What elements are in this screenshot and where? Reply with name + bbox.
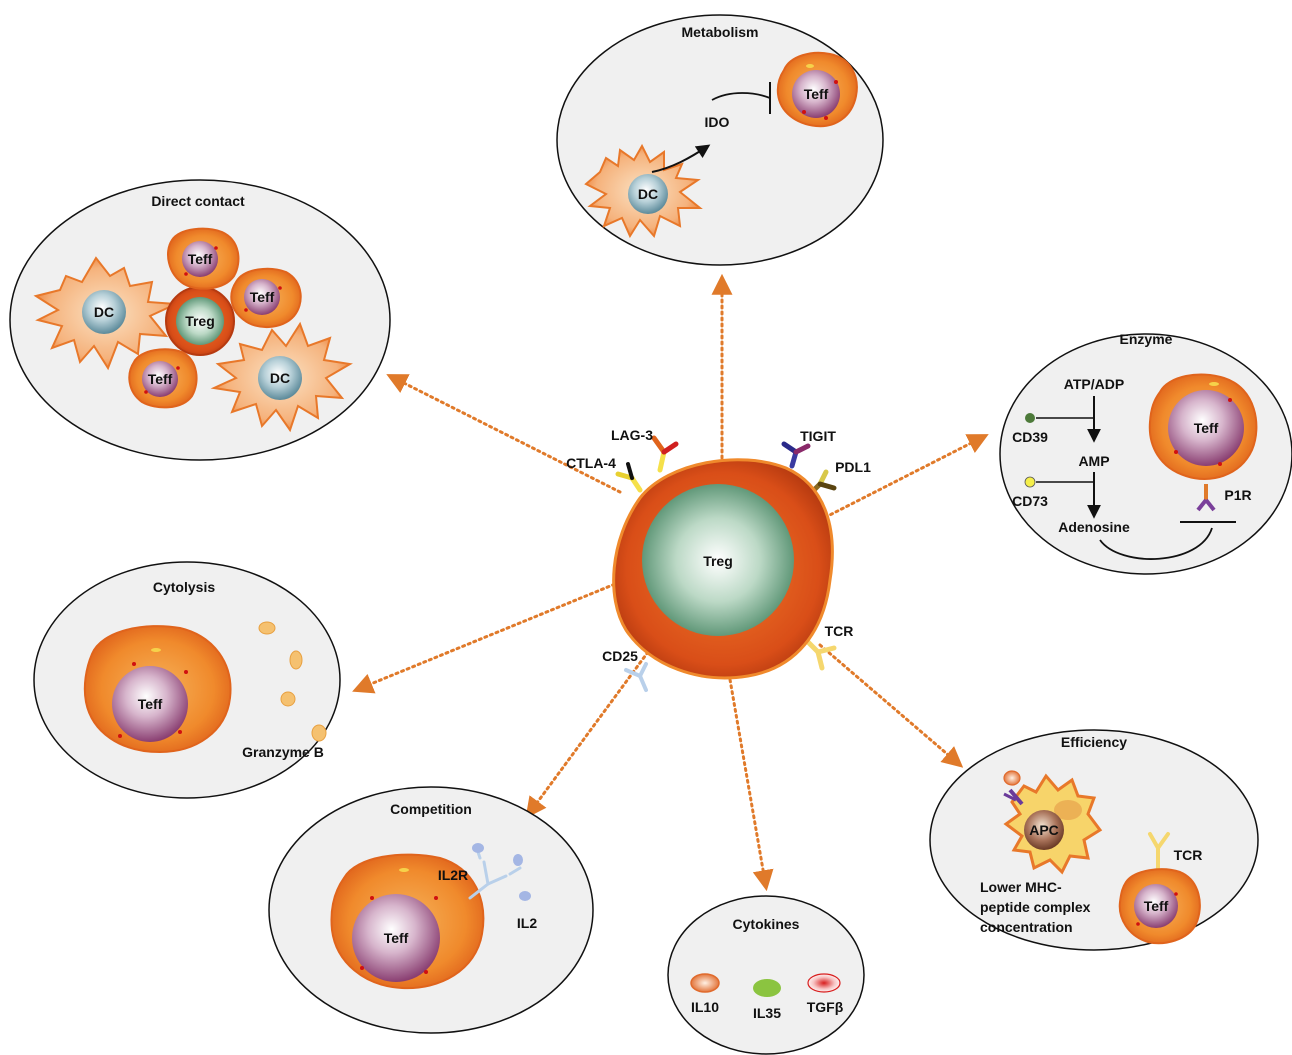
metabolism-ido-label: IDO [705, 114, 730, 130]
efficiency-teff-label: Teff [1144, 898, 1169, 914]
direct-contact-dc-right: DC [210, 321, 353, 433]
cytolysis-granzyme-label: Granzyme B [242, 744, 324, 760]
direct-contact-teff-right: Teff [230, 267, 302, 328]
arrow-to-competition [525, 650, 650, 819]
tigit-label: TIGIT [800, 428, 836, 444]
panel-cytokines: Cytokines IL10 IL35 TGFβ [667, 895, 865, 1055]
cytokines-il35-label: IL35 [753, 1005, 781, 1021]
panel-enzyme-title: Enzyme [1120, 331, 1173, 347]
treg-center-label: Treg [703, 553, 733, 569]
lag3-label: LAG-3 [611, 427, 653, 443]
cd25-label: CD25 [602, 648, 638, 664]
panel-metabolism: Metabolism DC IDO Teff [556, 14, 884, 266]
enzyme-p1r-label: P1R [1224, 487, 1251, 503]
panel-cytolysis-title: Cytolysis [153, 579, 215, 595]
enzyme-cd73-label: CD73 [1012, 493, 1048, 509]
direct-contact-teff-bottom: Teff [128, 348, 198, 409]
granzyme-granules [258, 621, 327, 742]
pdl1-label: PDL1 [835, 459, 871, 475]
panel-efficiency-bg [929, 729, 1259, 951]
direct-contact-treg-cell: Treg [165, 286, 235, 356]
ctla4-label: CTLA-4 [566, 455, 616, 471]
tcr-label: TCR [825, 623, 854, 639]
competition-il2r-label: IL2R [438, 867, 468, 883]
direct-contact-dc-left: DC [33, 256, 177, 371]
panel-direct-contact-title: Direct contact [151, 193, 245, 209]
direct-contact-teff-top-label: Teff [188, 251, 213, 267]
arrow-to-efficiency [818, 643, 964, 768]
panel-enzyme: Enzyme ATP/ADP CD39 AMP CD73 Adenosine T… [999, 331, 1292, 575]
efficiency-apc-cell: APC [1003, 773, 1103, 875]
efficiency-note-line2: peptide complex [980, 899, 1091, 915]
direct-contact-teff-bottom-label: Teff [148, 371, 173, 387]
central-treg: Treg [612, 435, 837, 692]
panel-metabolism-title: Metabolism [681, 24, 758, 40]
mechanism-arrows [352, 273, 989, 892]
direct-contact-teff-top: Teff [167, 227, 240, 290]
arrow-to-enzyme [818, 434, 989, 522]
tgfb-icon [807, 973, 841, 993]
lag3-receptor [651, 435, 679, 473]
arrow-to-cytolysis [352, 580, 622, 694]
enzyme-adenosine-label: Adenosine [1058, 519, 1130, 535]
efficiency-apc-label: APC [1029, 822, 1059, 838]
enzyme-teff-cell: Teff [1148, 373, 1258, 480]
metabolism-dc-label: DC [638, 186, 658, 202]
arrow-to-cytokines [726, 666, 774, 892]
panel-cytokines-title: Cytokines [733, 916, 800, 932]
cytolysis-teff-label: Teff [138, 696, 163, 712]
enzyme-adenosine-feedback [1099, 527, 1213, 560]
direct-contact-treg-label: Treg [185, 313, 215, 329]
efficiency-tcr-receptor [1148, 832, 1170, 870]
ctla4-receptor [615, 462, 643, 493]
arrow-to-direct-contact [386, 374, 622, 494]
enzyme-cd39-label: CD39 [1012, 429, 1048, 445]
enzyme-atp-adp-label: ATP/ADP [1064, 376, 1124, 392]
competition-teff-label: Teff [384, 930, 409, 946]
efficiency-mhc-complex [1003, 770, 1024, 806]
enzyme-cd39-dot [1025, 413, 1035, 423]
panel-cytolysis: Cytolysis Teff Granzyme B [33, 561, 341, 799]
competition-teff-cell: Teff [330, 853, 485, 990]
metabolism-inhibit-line [711, 92, 771, 101]
direct-contact-dc-right-label: DC [270, 370, 290, 386]
metabolism-dc-cell: DC [584, 143, 703, 239]
competition-il2-label: IL2 [517, 915, 537, 931]
enzyme-teff-label: Teff [1194, 420, 1219, 436]
treg-nucleus [642, 484, 794, 636]
il2-molecules [472, 843, 531, 901]
panel-metabolism-bg [556, 14, 884, 266]
enzyme-p1r-receptor [1196, 484, 1216, 512]
direct-contact-dc-left-label: DC [94, 304, 114, 320]
metabolism-arrow-dc-to-ido [651, 144, 711, 173]
direct-contact-teff-right-label: Teff [250, 289, 275, 305]
efficiency-tcr-label: TCR [1174, 847, 1203, 863]
efficiency-note-line1: Lower MHC- [980, 879, 1062, 895]
cytolysis-teff-cell: Teff [83, 625, 232, 754]
enzyme-amp-label: AMP [1078, 453, 1109, 469]
cytokines-tgfb-label: TGFβ [807, 999, 844, 1015]
tigit-receptor [781, 441, 811, 469]
cd25-receptor [624, 662, 648, 692]
enzyme-cd73-dot [1024, 476, 1036, 488]
panel-direct-contact: Direct contact DC DC Treg Teff [9, 179, 391, 461]
panel-cytokines-bg [667, 895, 865, 1055]
panel-competition: Competition Teff IL2R IL2 [268, 786, 594, 1034]
panel-efficiency-title: Efficiency [1061, 734, 1127, 750]
efficiency-teff-cell: Teff [1118, 868, 1201, 945]
panel-competition-title: Competition [390, 801, 472, 817]
il35-icon [753, 979, 781, 997]
cytokines-il10-label: IL10 [691, 999, 719, 1015]
efficiency-note-line3: concentration [980, 919, 1073, 935]
panel-efficiency: Efficiency APC TCR Teff Lower MHC- pepti… [929, 729, 1259, 951]
metabolism-teff-label: Teff [804, 86, 829, 102]
metabolism-teff-cell: Teff [776, 51, 858, 128]
il10-icon [690, 973, 720, 993]
